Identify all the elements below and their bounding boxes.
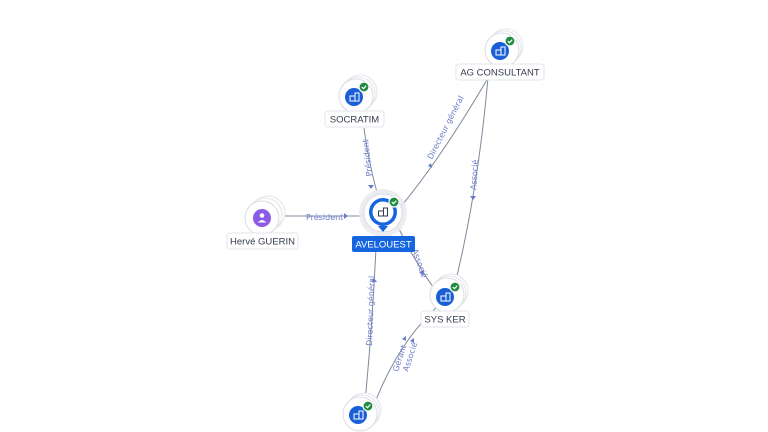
edge-label-ag-main: Directeur général bbox=[425, 94, 466, 161]
node-label: Hervé GUERIN bbox=[230, 237, 295, 248]
edge-label-socratim-main: Président bbox=[360, 139, 374, 177]
edge-label-herve-main: Président bbox=[306, 212, 343, 222]
verified-icon bbox=[449, 281, 461, 293]
verified-icon bbox=[358, 81, 370, 93]
verified-icon bbox=[388, 196, 400, 208]
building-icon bbox=[378, 207, 388, 217]
building-icon bbox=[495, 46, 506, 56]
edge-socratim-main bbox=[363, 127, 379, 197]
arrow-icon bbox=[470, 196, 476, 200]
node-aveloust-main[interactable]: AVELOUEST bbox=[352, 189, 415, 252]
edge-ag-sysker bbox=[454, 77, 489, 285]
verified-icon bbox=[362, 400, 374, 412]
arrow-icon bbox=[371, 278, 377, 282]
arrow-icon bbox=[344, 213, 348, 219]
building-icon bbox=[440, 292, 451, 302]
edge-main-bottom bbox=[364, 247, 377, 403]
building-icon bbox=[353, 410, 364, 420]
building-icon bbox=[349, 92, 360, 102]
person-icon bbox=[257, 213, 267, 223]
node-label: AVELOUEST bbox=[355, 240, 412, 251]
verified-icon bbox=[504, 35, 516, 47]
arrow-icon bbox=[428, 163, 432, 168]
edge-label-main-sysker: Associé bbox=[410, 247, 430, 279]
edge-label-main-bottom: Directeur général bbox=[364, 276, 376, 346]
node-socratim[interactable]: SOCRATIM bbox=[324, 74, 385, 128]
arrow-icon bbox=[368, 185, 374, 189]
node-bottom-company[interactable] bbox=[342, 392, 382, 432]
edge-label-ag-sysker: Associé bbox=[468, 159, 480, 190]
node-herve-guerin[interactable]: Hervé GUERIN bbox=[226, 195, 299, 250]
node-label: SYS KER bbox=[424, 315, 465, 326]
edge-ag-main bbox=[397, 77, 489, 211]
person-avatar bbox=[253, 209, 271, 227]
node-label: AG CONSULTANT bbox=[460, 68, 540, 79]
node-ag-consultant[interactable]: AG CONSULTANT bbox=[455, 28, 545, 81]
arrow-icon bbox=[402, 336, 406, 341]
arrow-icon bbox=[410, 338, 414, 343]
node-sys-ker[interactable]: SYS KER bbox=[420, 273, 470, 328]
arrow-icon bbox=[419, 270, 424, 276]
node-label: SOCRATIM bbox=[330, 115, 380, 126]
